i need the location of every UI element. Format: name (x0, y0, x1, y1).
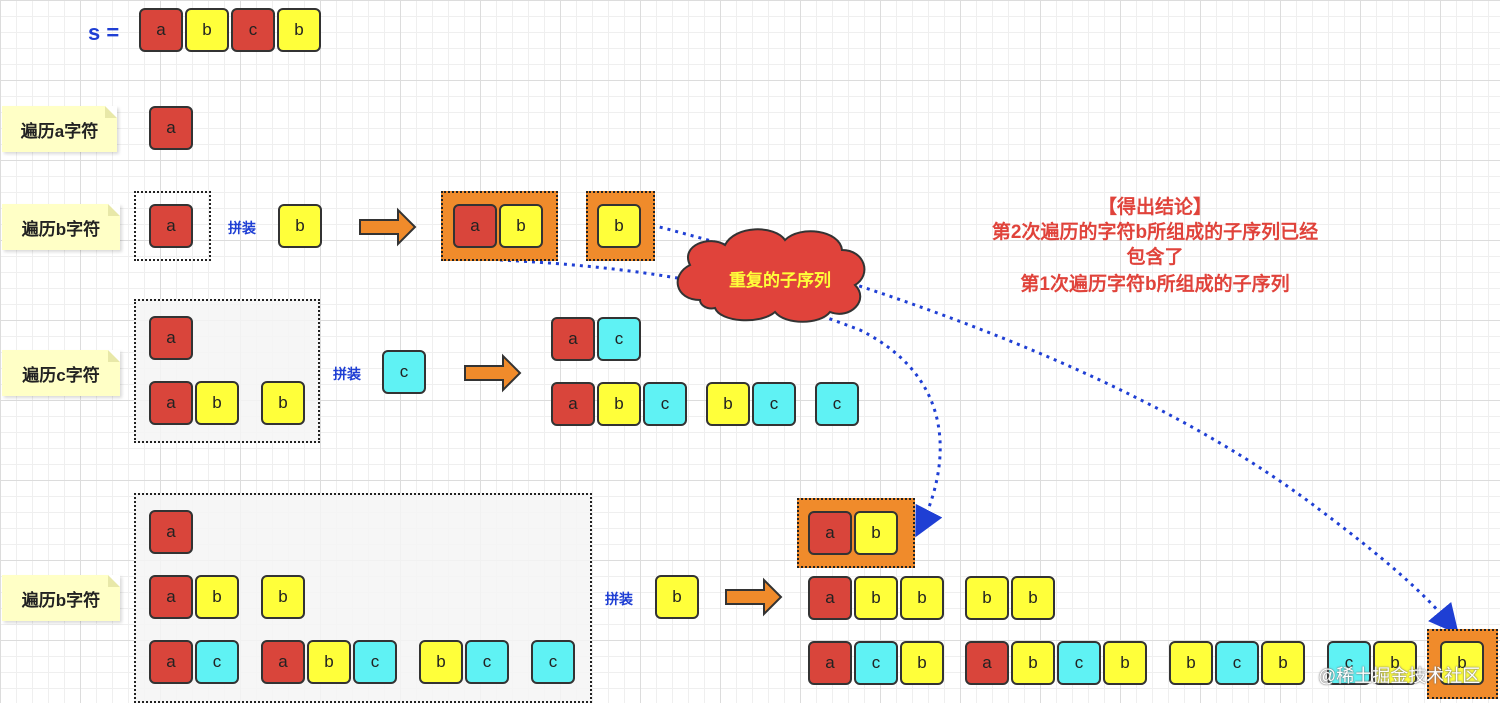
tile-a: a (808, 511, 852, 555)
tile-b: b (278, 204, 322, 248)
tile-b: b (1169, 641, 1213, 685)
tile-a: a (149, 575, 193, 619)
step-label-traverse-a: 遍历a字符 (2, 106, 117, 152)
step-label-traverse-c: 遍历c字符 (2, 350, 120, 396)
tile-c: c (195, 640, 239, 684)
tile-b: b (1261, 641, 1305, 685)
tile-c: c (353, 640, 397, 684)
join-label: 拼装 (333, 366, 361, 382)
tile-a: a (808, 576, 852, 620)
arrow-right-icon (359, 207, 417, 247)
tile-b: b (655, 575, 699, 619)
conclusion-line: 包含了 (1126, 247, 1184, 268)
tile-a: a (551, 382, 595, 426)
tile-a: a (149, 381, 193, 425)
tile-b: b (597, 382, 641, 426)
tile-b: b (261, 381, 305, 425)
tile-b: b (900, 576, 944, 620)
tile-b: b (1011, 641, 1055, 685)
tile-a: a (808, 641, 852, 685)
tile-a: a (551, 317, 595, 361)
arrow-right-icon (725, 577, 783, 617)
arrow-right-icon (464, 353, 522, 393)
tile-b: b (185, 8, 229, 52)
tile-c-red: c (231, 8, 275, 52)
sequence-label: s = (88, 20, 120, 45)
conclusion-title: 【得出结论】 (1097, 197, 1212, 218)
tile-a: a (139, 8, 183, 52)
tile-c: c (752, 382, 796, 426)
tile-a: a (149, 640, 193, 684)
tile-a: a (149, 316, 193, 360)
conclusion-line: 第1次遍历字符b所组成的子序列 (1020, 274, 1290, 295)
tile-b: b (195, 575, 239, 619)
tile-c: c (531, 640, 575, 684)
watermark: @稀土掘金技术社区 (1318, 666, 1481, 686)
tile-b: b (1011, 576, 1055, 620)
tile-b: b (195, 381, 239, 425)
dotted-arrow-to-ab (499, 258, 943, 538)
cloud-label: 重复的子序列 (729, 271, 831, 290)
step-label-traverse-b-2: 遍历b字符 (2, 575, 120, 621)
join-label: 拼装 (605, 591, 633, 607)
tile-b: b (499, 204, 543, 248)
previous-set-box (134, 191, 211, 261)
tile-b: b (854, 576, 898, 620)
tile-b: b (900, 641, 944, 685)
tile-c: c (1057, 641, 1101, 685)
tile-b: b (1373, 641, 1417, 685)
tile-b: b (277, 8, 321, 52)
tile-c: c (815, 382, 859, 426)
tile-c: c (854, 641, 898, 685)
tile-a: a (965, 641, 1009, 685)
tile-a: a (149, 510, 193, 554)
tile-b: b (261, 575, 305, 619)
join-label: 拼装 (228, 220, 256, 236)
tile-a: a (149, 106, 193, 150)
tile-a: a (261, 640, 305, 684)
tile-b: b (1440, 641, 1484, 685)
conclusion-line: 第2次遍历的字符b所组成的子序列已经 (991, 222, 1319, 243)
tile-b: b (419, 640, 463, 684)
tile-b: b (854, 511, 898, 555)
tile-b: b (307, 640, 351, 684)
step-label-traverse-b: 遍历b字符 (2, 204, 120, 250)
tile-c: c (1215, 641, 1259, 685)
tile-c: c (597, 317, 641, 361)
tile-a: a (453, 204, 497, 248)
tile-b: b (965, 576, 1009, 620)
cloud-shape (676, 228, 866, 323)
tile-a: a (149, 204, 193, 248)
tile-b: b (706, 382, 750, 426)
tile-b: b (597, 204, 641, 248)
tile-c: c (1327, 641, 1371, 685)
tile-c: c (382, 350, 426, 394)
tile-c: c (643, 382, 687, 426)
tile-b: b (1103, 641, 1147, 685)
tile-c: c (465, 640, 509, 684)
